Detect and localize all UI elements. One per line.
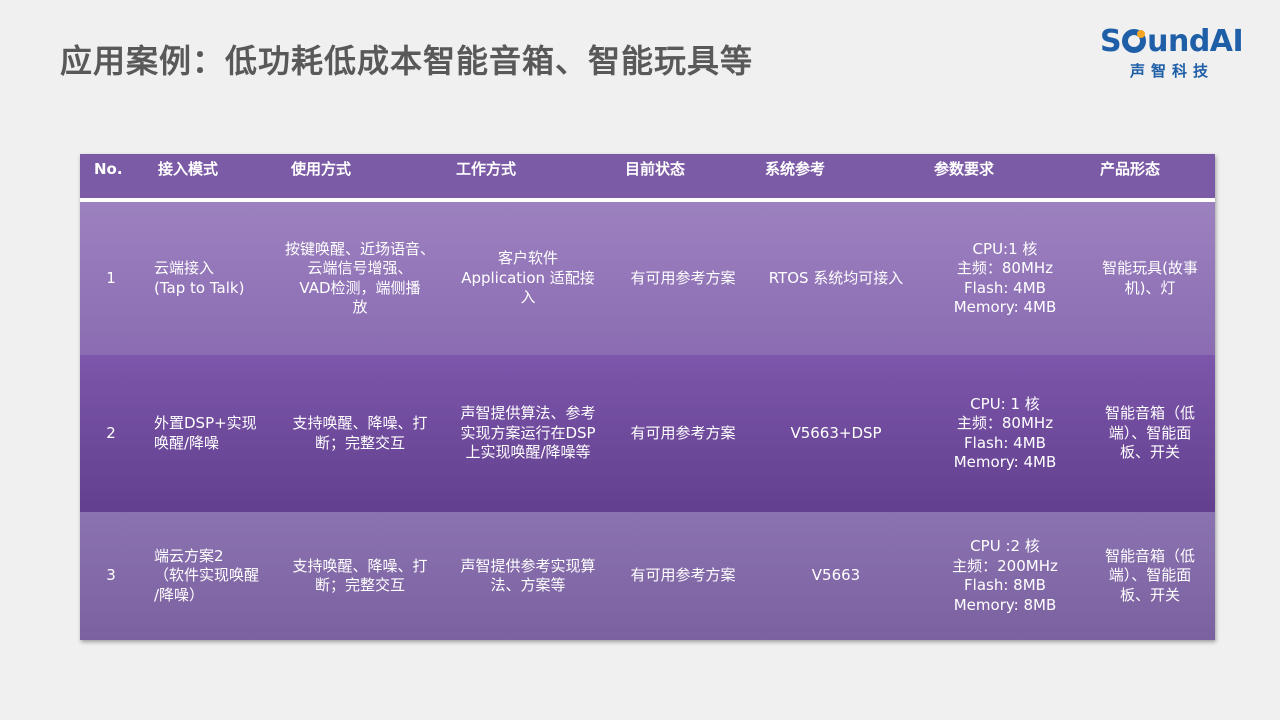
cell-access-mode: 云端接入 (Tap to Talk) [154,259,245,297]
cell-work-method: 声智提供参考实现算 法、方案等 [460,556,596,595]
cell-status: 有可用参考方案 [630,268,736,287]
cell-system: V5663 [811,566,861,585]
table-row: 2 外置DSP+实现 唤醒/降噪 支持唤醒、降噪、打 断；完整交互 声智提供算法… [80,355,1215,512]
cell-usage: 支持唤醒、降噪、打 断；完整交互 [292,556,428,595]
cell-params: CPU:1 核 主频：80MHz Flash: 4MB Memory: 4MB [953,239,1057,317]
cell-usage: 支持唤醒、降噪、打 断；完整交互 [292,414,428,452]
cell-status: 有可用参考方案 [630,423,736,442]
slide-title: 应用案例：低功耗低成本智能音箱、智能玩具等 [60,42,754,80]
table-header-row: No. 接入模式 使用方式 工作方式 目前状态 系统参考 参数要求 产品形态 [80,154,1215,202]
header-usage: 使用方式 [291,160,352,178]
cell-work-method: 声智提供算法、参考 实现方案运行在DSP 上实现唤醒/降噪等 [460,404,596,462]
header-system: 系统参考 [765,160,826,178]
header-status: 目前状态 [625,160,686,178]
cell-access-mode: 外置DSP+实现 唤醒/降噪 [154,414,257,452]
header-params: 参数要求 [934,160,995,178]
cell-work-method: 客户软件 Application 适配接 入 [461,249,595,307]
application-cases-table: No. 接入模式 使用方式 工作方式 目前状态 系统参考 参数要求 产品形态 1… [80,154,1215,640]
cell-product: 智能音箱（低 端）、智能面 板、开关 [1104,546,1195,604]
cell-product: 智能玩具(故事 机)、灯 [1102,259,1198,297]
cell-system: RTOS 系统均可接入 [768,268,904,287]
cell-product: 智能音箱（低 端）、智能面 板、开关 [1104,404,1195,462]
cell-params: CPU :2 核 主频：200MHz Flash: 8MB Memory: 8M… [952,537,1058,614]
cell-access-mode: 端云方案2 （软件实现唤醒 /降噪） [154,546,260,604]
cell-no: 2 [106,423,116,442]
header-no: No. [94,160,123,178]
cell-params: CPU: 1 核 主频：80MHz Flash: 4MB Memory: 4MB [953,394,1057,472]
header-work-method: 工作方式 [456,160,517,178]
logo-o-icon [1122,29,1147,53]
table-row: 1 云端接入 (Tap to Talk) 按键唤醒、近场语音、 云端信号增强、 … [80,202,1215,355]
cell-status: 有可用参考方案 [630,566,736,585]
cell-no: 3 [106,566,116,585]
cell-usage: 按键唤醒、近场语音、 云端信号增强、 VAD检测，端侧播 放 [284,239,435,317]
logo-subtitle: 声智科技 [1130,62,1215,80]
header-divider [80,198,1215,202]
cell-no: 1 [106,268,116,287]
header-access-mode: 接入模式 [158,160,219,178]
table-row: 3 端云方案2 （软件实现唤醒 /降噪） 支持唤醒、降噪、打 断；完整交互 声智… [80,512,1215,640]
cell-system: V5663+DSP [790,423,882,442]
header-product: 产品形态 [1100,160,1161,178]
